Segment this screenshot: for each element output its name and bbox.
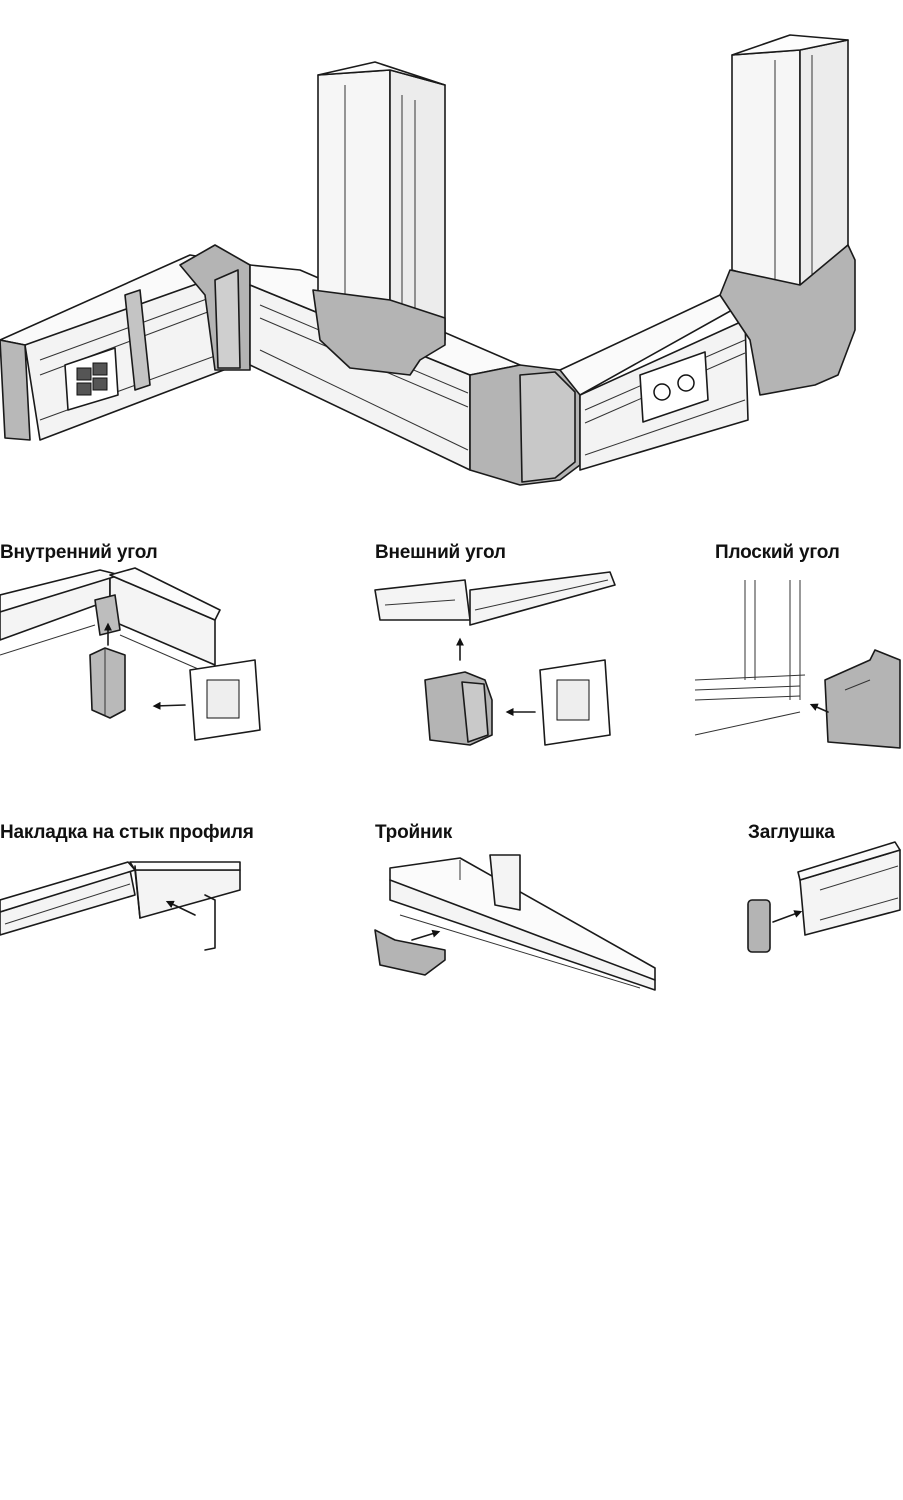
joint-cover-label: Накладка на стык профиля xyxy=(0,822,254,843)
socket-frame-icon xyxy=(189,659,261,741)
inner-corner-illustration xyxy=(0,567,261,741)
tee-illustration xyxy=(374,854,656,991)
end-cap-label: Заглушка xyxy=(748,822,835,843)
flat-corner-label: Плоский угол xyxy=(715,542,840,563)
end-cap-illustration xyxy=(747,841,901,953)
outer-corner-label: Внешний угол xyxy=(375,542,506,563)
socket-frame-icon xyxy=(539,659,611,746)
joint-cover-illustration xyxy=(0,861,241,951)
main-assembly-illustration xyxy=(0,34,856,486)
inner-corner-label: Внутренний угол xyxy=(0,542,158,563)
flat-corner-illustration xyxy=(694,580,901,749)
data-socket-icon xyxy=(64,347,119,411)
power-socket-icon xyxy=(639,351,709,423)
tee-label: Тройник xyxy=(375,822,453,843)
outer-corner-illustration xyxy=(374,571,616,746)
